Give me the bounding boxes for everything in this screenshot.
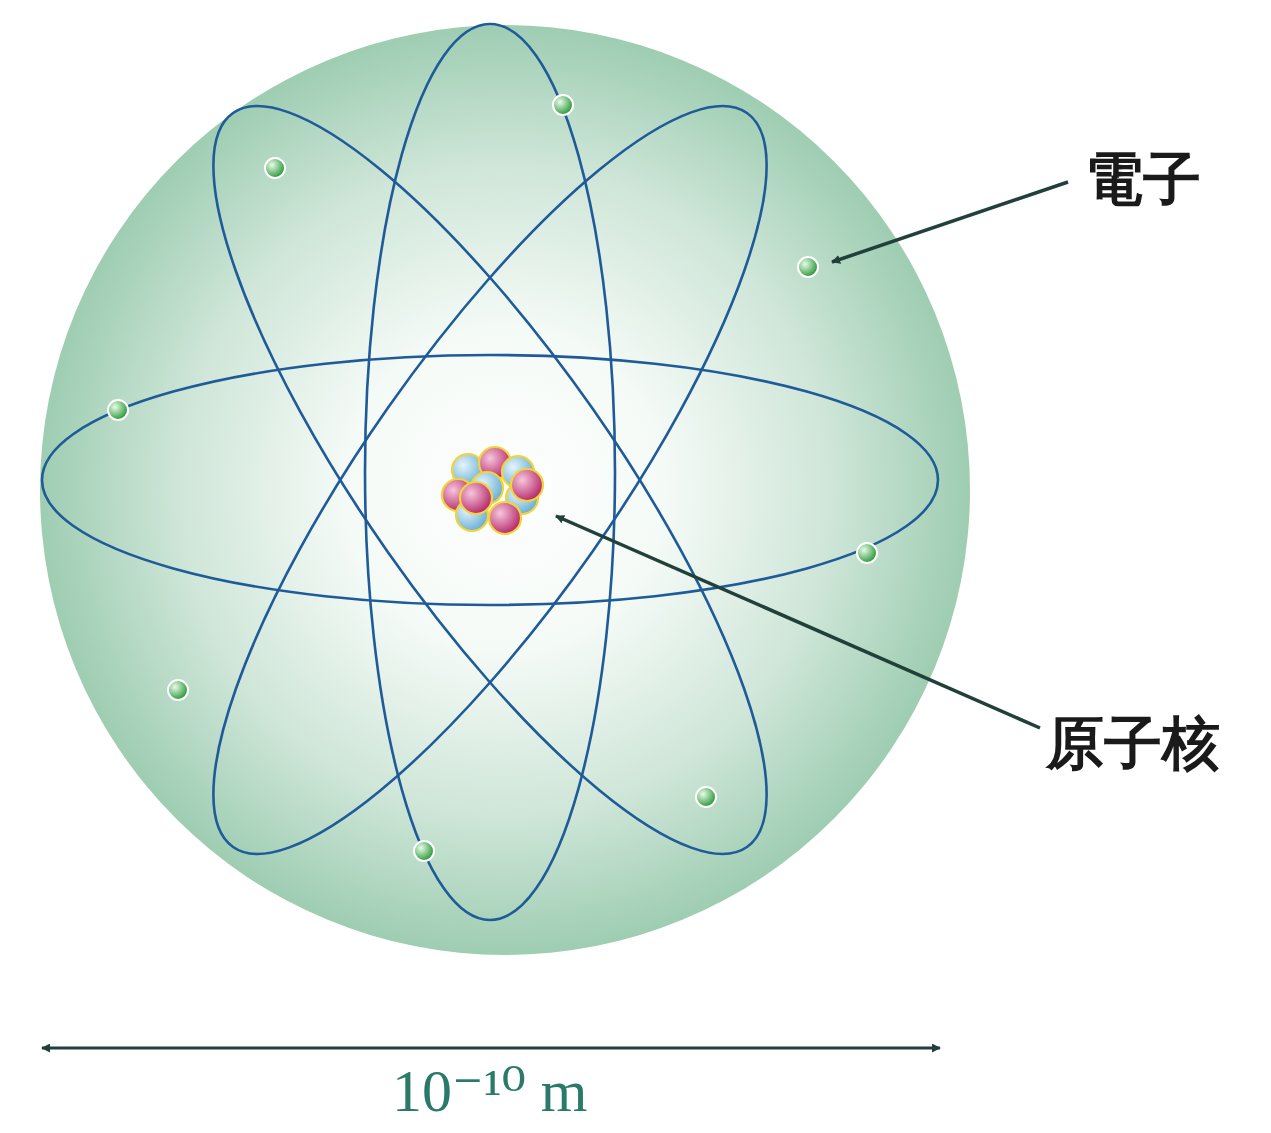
part-label: 電子	[1085, 148, 1201, 212]
electron	[553, 95, 573, 115]
leader-line	[832, 182, 1068, 262]
electrons	[108, 95, 877, 861]
proton	[489, 502, 521, 534]
electron	[168, 680, 188, 700]
orbit	[365, 24, 615, 920]
orbit	[42, 355, 938, 605]
proton	[511, 469, 543, 501]
leader-line	[556, 516, 1040, 728]
electron	[265, 158, 285, 178]
nucleus	[442, 447, 543, 534]
electron	[414, 841, 434, 861]
electron	[696, 787, 716, 807]
electron	[857, 543, 877, 563]
orbit	[131, 41, 850, 918]
part-label: 原子核	[1046, 712, 1220, 776]
dimension-label: 10⁻¹⁰ m	[392, 1058, 587, 1124]
orbits	[42, 24, 938, 920]
orbit	[131, 41, 850, 918]
proton	[460, 482, 492, 514]
electron-cloud	[40, 25, 970, 955]
electron	[798, 257, 818, 277]
electron	[108, 400, 128, 420]
dimension-arrow	[42, 1047, 940, 1050]
